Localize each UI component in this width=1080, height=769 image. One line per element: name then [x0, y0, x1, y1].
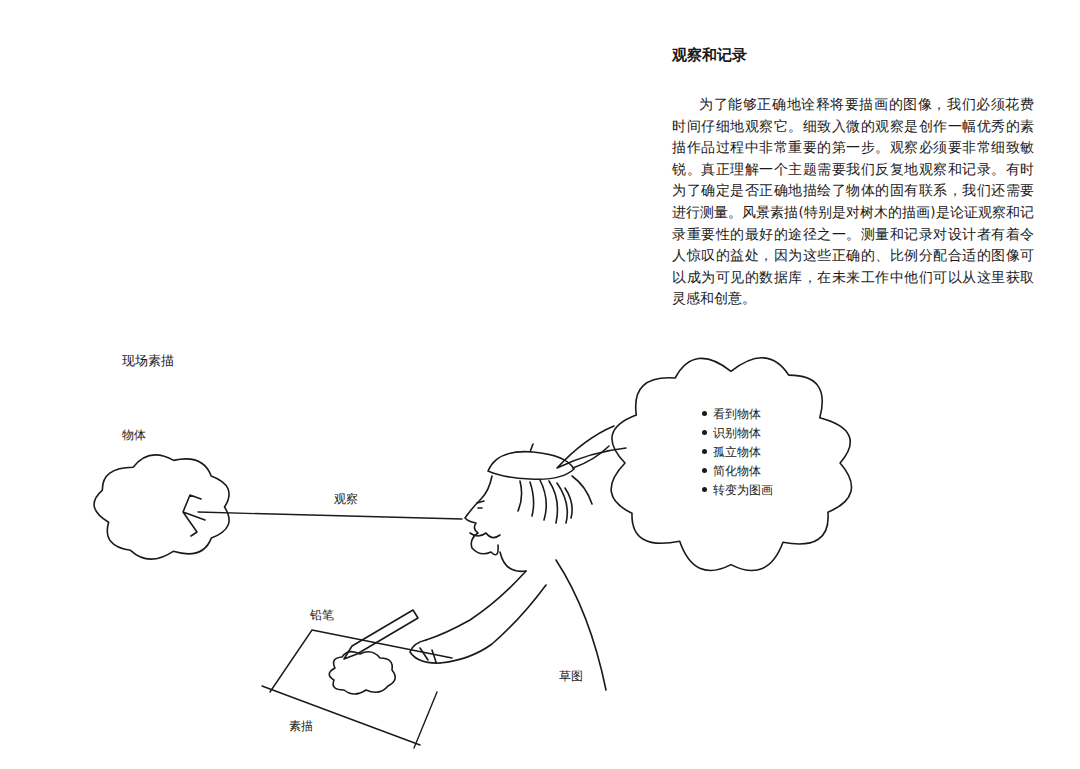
cloud-path — [611, 358, 851, 571]
bullet-dot — [702, 430, 707, 435]
bullet-dot — [702, 411, 707, 416]
object-figure — [183, 495, 205, 536]
part-label: 草图 — [557, 668, 585, 685]
mustache — [470, 533, 500, 538]
face — [465, 476, 498, 555]
section-label: 现场素描 — [120, 352, 176, 370]
line-label: 观察 — [332, 491, 360, 508]
arm — [426, 571, 546, 663]
bullet-item: 转变为图画 — [702, 481, 773, 500]
neck — [500, 552, 526, 571]
bullet-item: 孤立物体 — [702, 443, 773, 462]
bullet-item: 看到物体 — [702, 405, 773, 424]
eye — [477, 501, 484, 508]
thought-cloud: 看到物体识别物体孤立物体简化物体转变为图画 — [598, 343, 864, 583]
cloud-outline — [88, 448, 238, 566]
body-paragraph: 为了能够正确地诠释将要描画的图像，我们必须花费时间仔细地观察它。细致入微的观察是… — [672, 94, 1034, 310]
text-run: 识别物体 — [713, 426, 761, 440]
node-heading: 物体 — [122, 426, 146, 445]
bullet-dot — [702, 487, 707, 492]
page-title: 观察和记录 — [672, 46, 747, 65]
back — [556, 560, 606, 690]
bullet-item: 简化物体 — [702, 462, 773, 481]
text-run: 孤立物体 — [713, 445, 761, 459]
part-label: 铅笔 — [308, 607, 336, 624]
part-label: 素描 — [287, 718, 315, 735]
paper — [262, 630, 452, 748]
text-run: 看到物体 — [713, 407, 761, 421]
beret — [488, 444, 574, 479]
paper-cloud — [329, 652, 395, 694]
bullet-dot — [702, 449, 707, 454]
bullet-item: 识别物体 — [702, 424, 773, 443]
text-run: 物体 — [122, 428, 146, 442]
cloud-outline — [598, 343, 864, 583]
cloud-path — [94, 455, 229, 559]
object-cloud: 物体 — [88, 426, 238, 566]
text-run: 转变为图画 — [713, 483, 773, 497]
hand — [410, 640, 440, 663]
bullet-dot — [702, 468, 707, 473]
observation-line — [198, 512, 462, 519]
text-run: 简化物体 — [713, 464, 761, 478]
hair — [518, 446, 609, 523]
